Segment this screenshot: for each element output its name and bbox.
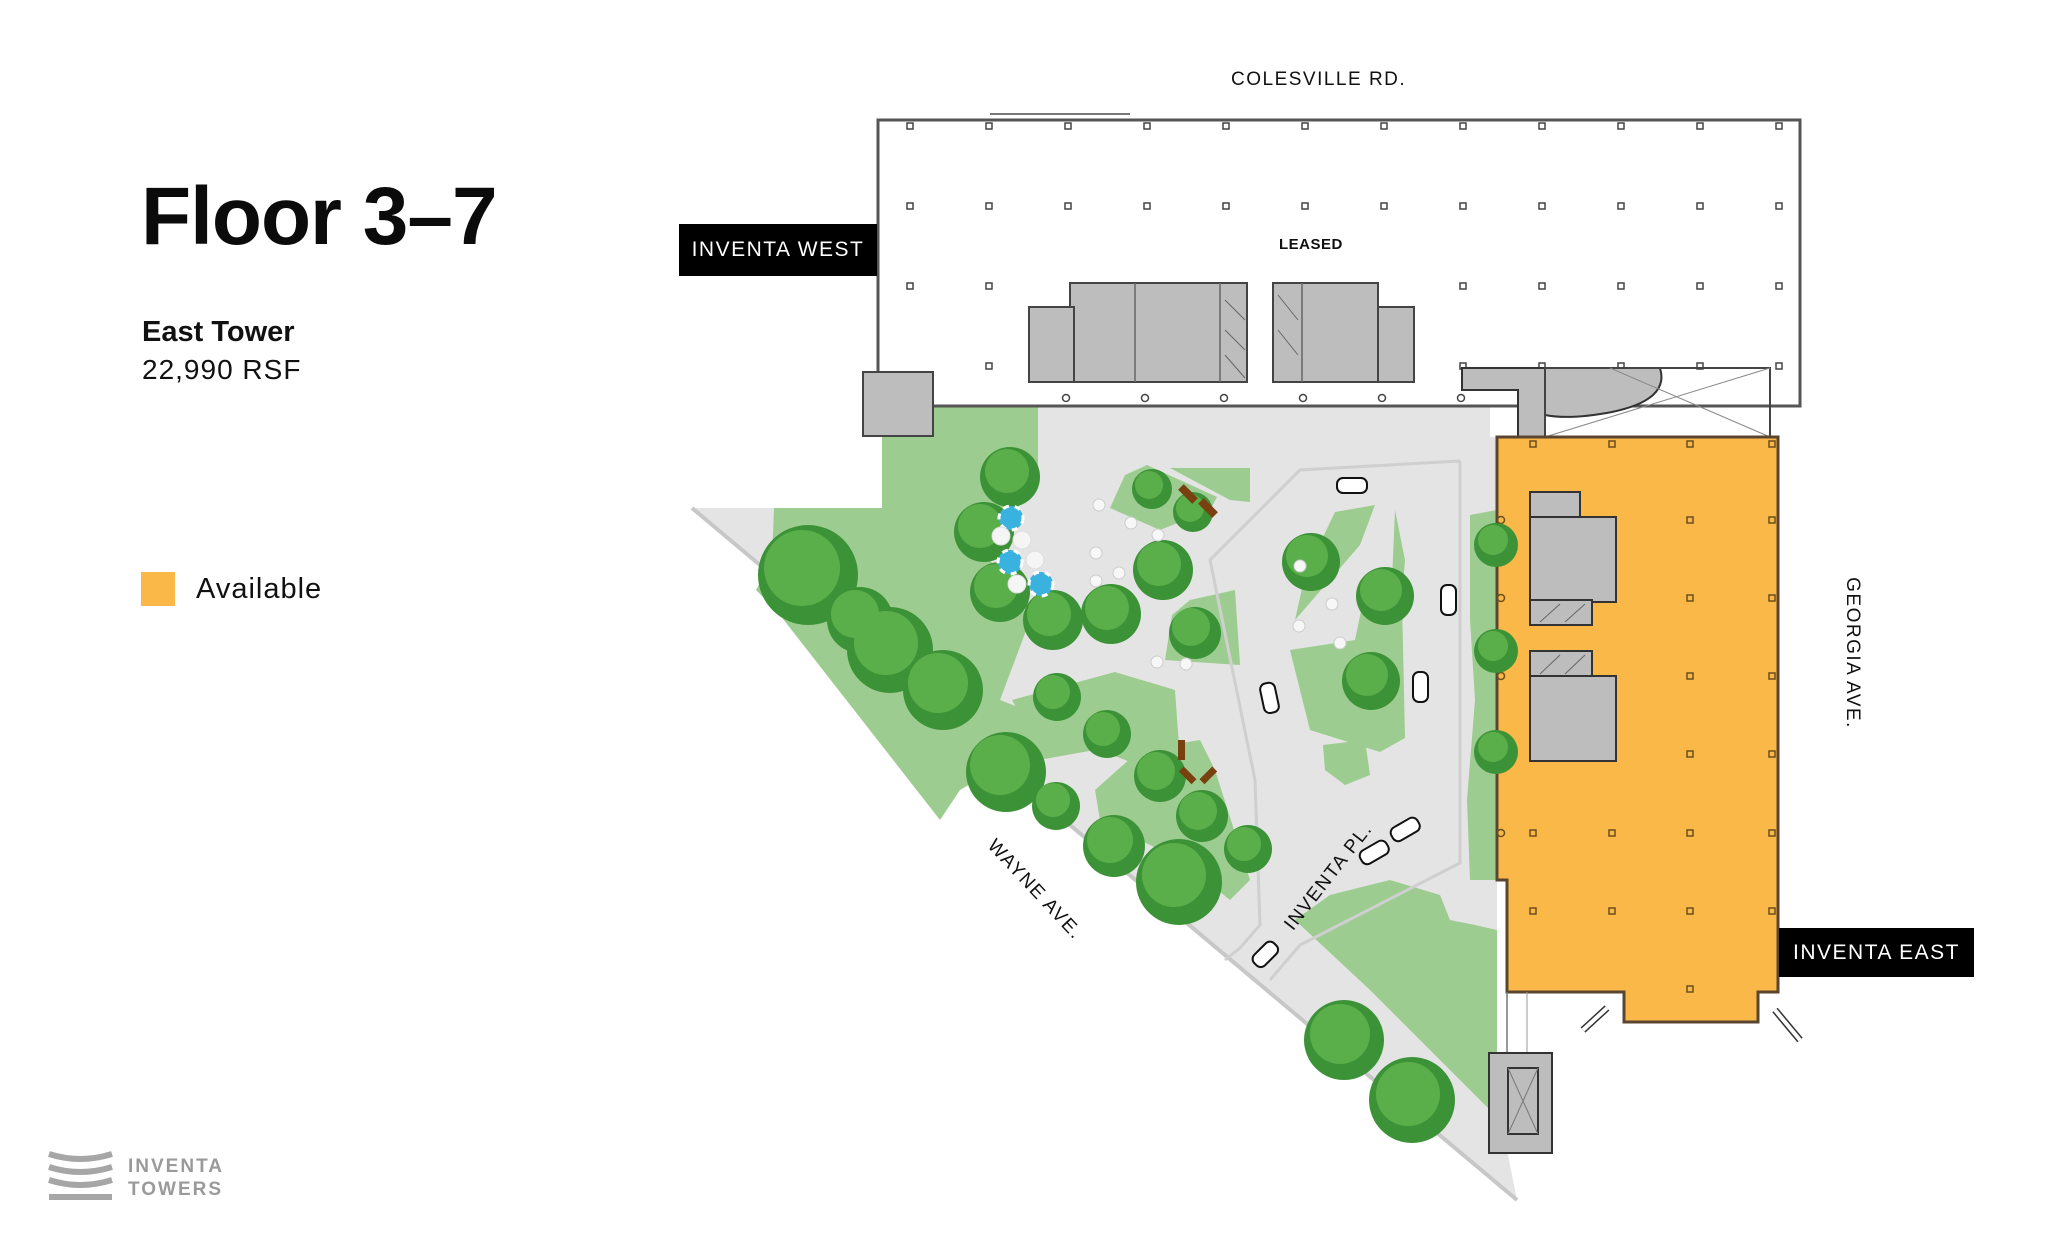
rentable-area: 22,990 RSF (142, 354, 302, 385)
page-title: Floor 3–7 (141, 171, 498, 262)
parked-cars (1251, 477, 1457, 969)
west-core-2 (1272, 282, 1415, 383)
label-inventa-west: INVENTA WEST (679, 224, 877, 276)
lawn-east-strip (1467, 510, 1497, 880)
road-label-colesville: COLESVILLE RD. (1231, 69, 1407, 90)
building-name: East Tower (142, 316, 295, 348)
road-label-georgia: GEORGIA AVE. (1841, 577, 1863, 729)
east-core-1 (1529, 491, 1617, 626)
lawn-southeast (1295, 880, 1497, 1110)
lawn-east-3 (1323, 740, 1370, 785)
west-stair (862, 371, 934, 437)
inventa-pl-curb (1208, 459, 1461, 962)
logo-waves-icon (48, 1151, 113, 1200)
lawn-west-upper (785, 406, 1038, 690)
inventa-pl-curb-2 (1268, 461, 1462, 981)
leased-label: LEASED (1279, 236, 1343, 253)
label-inventa-east: INVENTA EAST (1779, 928, 1974, 977)
patio-tables (1089, 498, 1347, 671)
patio-umbrellas (991, 504, 1055, 598)
logo-line-1: INVENTA (128, 1155, 224, 1177)
lawn-center-2 (1170, 468, 1250, 502)
east-core-2 (1529, 650, 1617, 762)
trees (758, 447, 1518, 1143)
legend-swatch-available (141, 572, 175, 606)
logo-line-2: TOWERS (128, 1178, 224, 1200)
west-core-1 (1028, 282, 1248, 383)
east-tower-columns (1496, 440, 1776, 993)
benches (1178, 484, 1218, 785)
south-core-building (1488, 992, 1553, 1154)
legend-label-available: Available (196, 572, 323, 605)
inventa-towers-logo: INVENTA TOWERS (47, 1150, 224, 1205)
legend: Available (141, 572, 322, 606)
